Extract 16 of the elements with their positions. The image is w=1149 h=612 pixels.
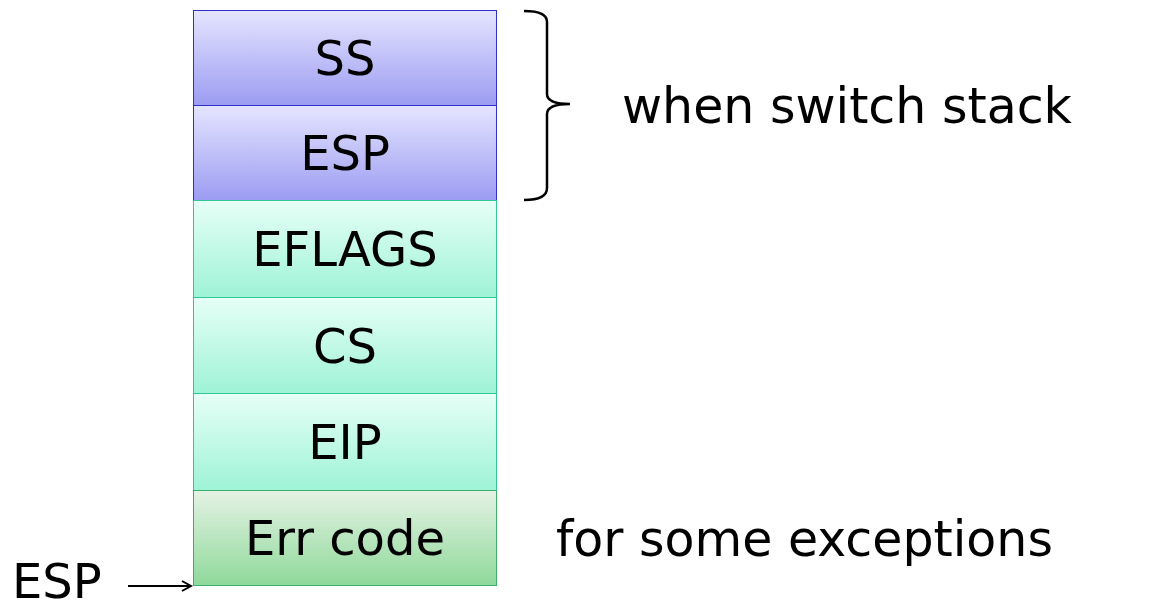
stack-slot — [193, 490, 497, 586]
stack-slot — [193, 393, 497, 491]
stack-slot — [193, 10, 497, 106]
slot-label: SS — [314, 34, 376, 82]
annotation-text: when switch stack — [622, 82, 1072, 131]
stack-slot — [193, 200, 497, 298]
slot-label: CS — [313, 321, 377, 370]
arrow — [127, 580, 192, 592]
slot-label: Err code — [245, 514, 445, 562]
slot-label: EFLAGS — [252, 225, 438, 273]
annotation-text: for some exceptions — [556, 515, 1053, 564]
stack-slot — [193, 297, 497, 394]
pointer-label: ESP — [12, 556, 122, 606]
slot-label: ESP — [300, 129, 390, 177]
stack-slot — [193, 105, 497, 201]
slot-label: EIP — [308, 418, 382, 466]
